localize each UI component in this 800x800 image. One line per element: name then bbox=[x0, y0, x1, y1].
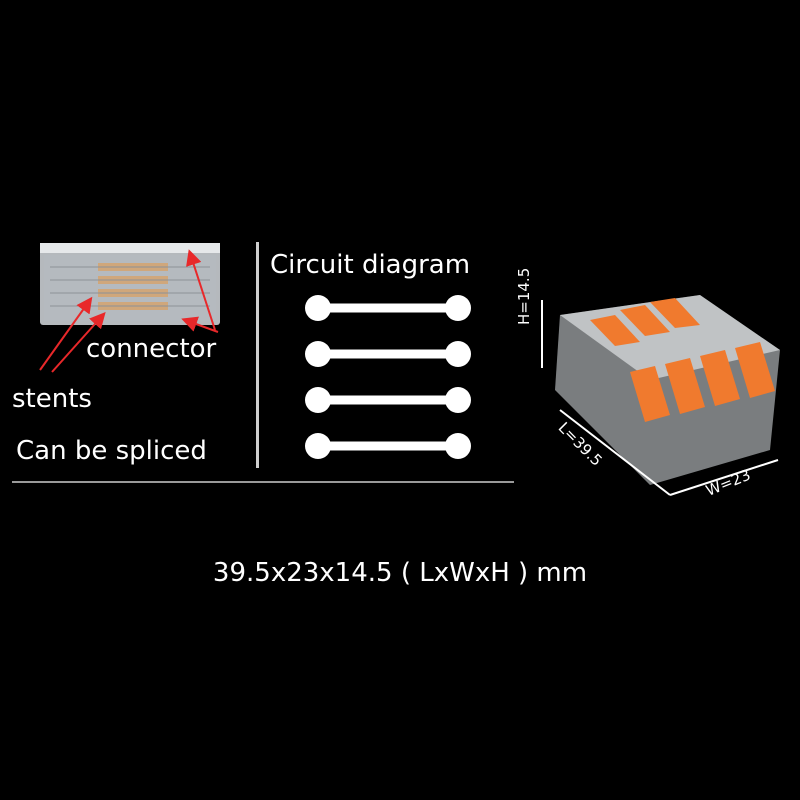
circuit-diagram-title: Circuit diagram bbox=[270, 250, 471, 280]
connector-label: connector bbox=[86, 334, 217, 364]
height-dimension-label: H=14.5 bbox=[515, 267, 533, 325]
dimensions-caption: 39.5x23x14.5 ( LxWxH ) mm bbox=[212, 558, 588, 588]
spliced-label: Can be spliced bbox=[16, 436, 207, 466]
circuit-line bbox=[305, 433, 471, 459]
product-photo bbox=[541, 295, 780, 496]
circuit-line bbox=[305, 295, 471, 321]
circuit-line bbox=[305, 341, 471, 367]
circuit-line bbox=[305, 387, 471, 413]
arrow-connector-1 bbox=[186, 249, 216, 331]
horizontal-divider bbox=[12, 481, 514, 483]
arrow-connector-2 bbox=[181, 316, 219, 333]
stents-label: stents bbox=[12, 384, 92, 414]
arrow-stents-2 bbox=[51, 312, 106, 373]
circuit-diagram bbox=[305, 295, 471, 459]
vertical-divider bbox=[256, 242, 259, 468]
arrow-stents-1 bbox=[39, 296, 93, 371]
